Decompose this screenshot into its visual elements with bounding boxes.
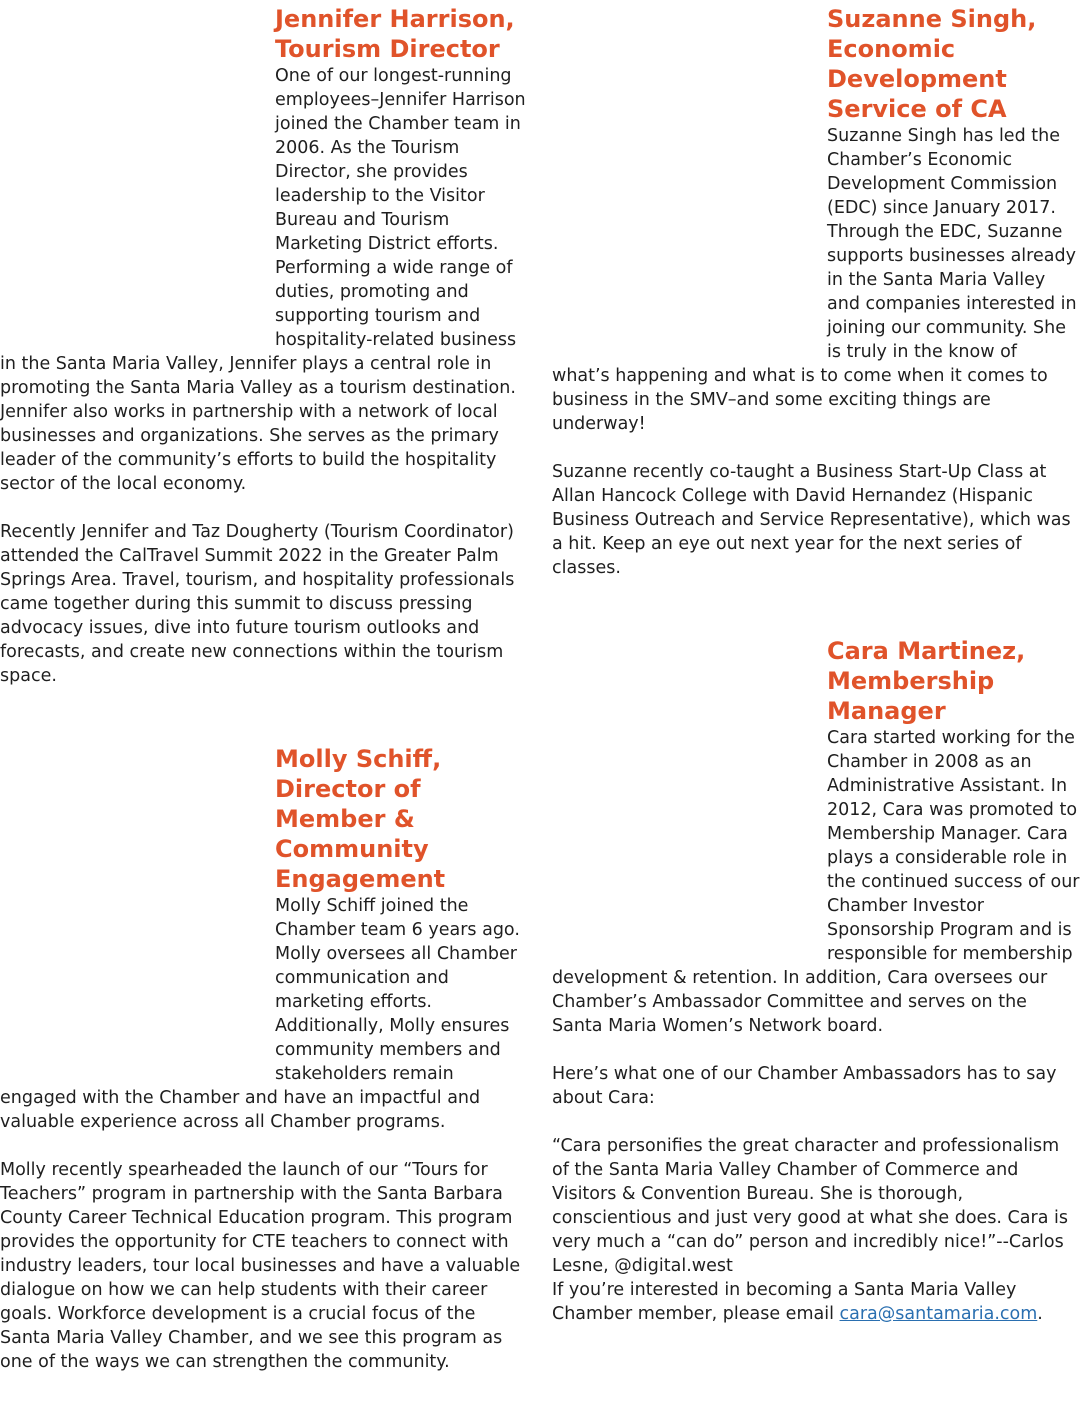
- cara-photo-placeholder: [552, 636, 827, 966]
- membership-cta: If you’re interested in becoming a Santa…: [552, 1278, 1080, 1326]
- membership-cta-period: .: [1037, 1304, 1043, 1324]
- molly-name-title: Molly Schiff, Director of Member & Commu…: [275, 745, 446, 893]
- jennifer-bio: One of our longest-running employees–Jen…: [0, 66, 526, 494]
- jennifer-photo-placeholder: [0, 4, 275, 344]
- cara-ambassador-quote: “Cara personifies the great character an…: [552, 1136, 1068, 1276]
- cara-name-title: Cara Martinez, Membership Manager: [827, 637, 1026, 725]
- molly-bio: Molly Schiff joined the Chamber team 6 y…: [0, 896, 520, 1132]
- left-column: Jennifer Harrison, Tourism Director One …: [0, 0, 530, 1374]
- right-column: Suzanne Singh, Economic Development Serv…: [552, 0, 1080, 1326]
- profile-molly: Molly Schiff, Director of Member & Commu…: [0, 744, 530, 1374]
- profile-suzanne: Suzanne Singh, Economic Development Serv…: [552, 4, 1080, 580]
- profile-cara: Cara Martinez, Membership Manager Cara s…: [552, 636, 1080, 1326]
- jennifer-name-title: Jennifer Harrison, Tourism Director: [275, 5, 515, 63]
- molly-program-paragraph: Molly recently spearheaded the launch of…: [0, 1160, 521, 1372]
- suzanne-name-title: Suzanne Singh, Economic Development Serv…: [827, 5, 1037, 123]
- suzanne-photo-placeholder: [552, 4, 827, 344]
- cara-email-link[interactable]: cara@santamaria.com: [839, 1304, 1038, 1324]
- molly-photo-placeholder: [0, 744, 275, 1064]
- cara-bio: Cara started working for the Chamber in …: [552, 728, 1080, 1036]
- membership-cta-text: If you’re interested in becoming a Santa…: [552, 1280, 1017, 1324]
- suzanne-bio: Suzanne Singh has led the Chamber’s Econ…: [552, 126, 1077, 434]
- profile-jennifer: Jennifer Harrison, Tourism Director One …: [0, 4, 530, 688]
- jennifer-summit-paragraph: Recently Jennifer and Taz Dougherty (Tou…: [0, 522, 515, 686]
- cara-ambassador-intro: Here’s what one of our Chamber Ambassado…: [552, 1064, 1057, 1108]
- suzanne-class-paragraph: Suzanne recently co-taught a Business St…: [552, 462, 1071, 578]
